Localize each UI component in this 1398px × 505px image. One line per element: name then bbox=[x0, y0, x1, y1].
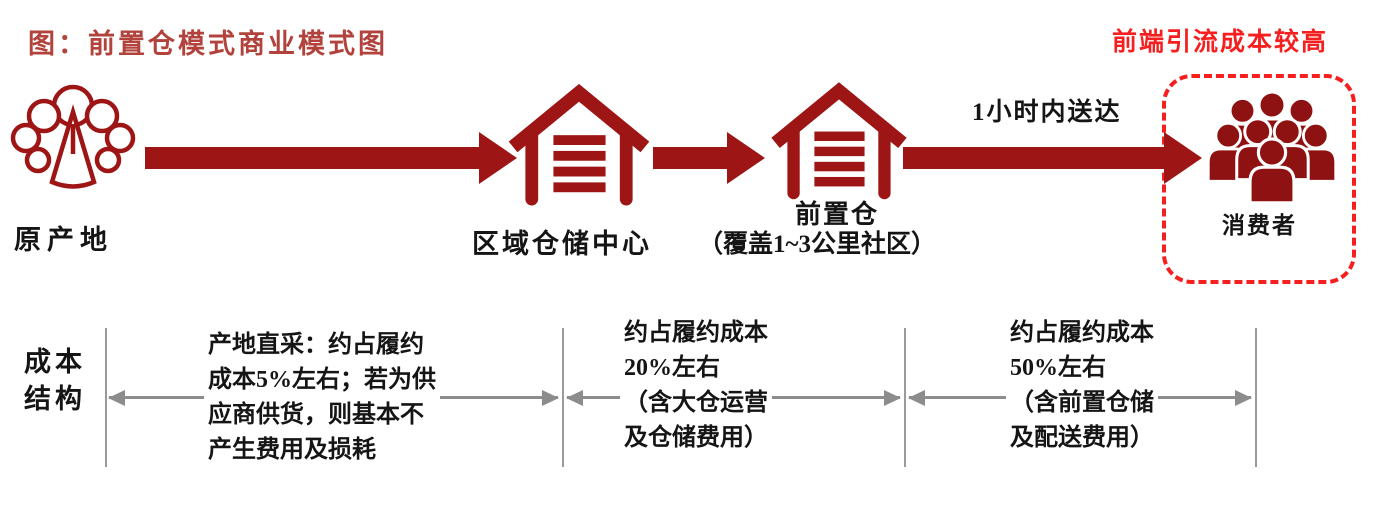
regional-warehouse-icon bbox=[505, 84, 653, 206]
cost-divider-4 bbox=[1255, 328, 1257, 467]
flow-arrow-origin-to-regional bbox=[145, 132, 517, 184]
crowd-icon bbox=[1202, 88, 1342, 206]
front-warehouse-icon bbox=[768, 82, 910, 200]
figure-title: 图：前置仓模式商业模式图 bbox=[28, 29, 388, 59]
cost-segment-3-text: 约占履约成本 50%左右 （含前置仓储 及配送费用） bbox=[1006, 316, 1158, 456]
origin-label: 原产地 bbox=[14, 225, 113, 255]
delivery-time-label: 1小时内送达 bbox=[972, 99, 1122, 126]
cost-segment-2-text: 约占履约成本 20%左右 （含大仓运营 及仓储费用） bbox=[620, 316, 772, 456]
flow-arrow-regional-to-front bbox=[653, 132, 765, 184]
cost-divider-1 bbox=[105, 328, 107, 467]
front-warehouse-label: 前置仓 bbox=[795, 200, 880, 229]
cost-segment-1-text: 产地直采：约占履约 成本5%左右；若为供 应商供货，则基本不 产生费用及损耗 bbox=[204, 328, 440, 468]
front-traffic-cost-annotation: 前端引流成本较高 bbox=[1112, 29, 1329, 56]
cost-divider-2 bbox=[562, 328, 564, 467]
flow-arrow-front-to-consumer bbox=[903, 132, 1202, 184]
broccoli-icon bbox=[8, 80, 138, 202]
front-warehouse-coverage-label: （覆盖1~3公里社区） bbox=[698, 231, 937, 258]
cost-divider-3 bbox=[904, 328, 906, 467]
regional-warehouse-label: 区域仓储中心 bbox=[472, 229, 652, 259]
cost-structure-header: 成本 结构 bbox=[24, 347, 86, 414]
consumer-label: 消费者 bbox=[1222, 213, 1297, 238]
